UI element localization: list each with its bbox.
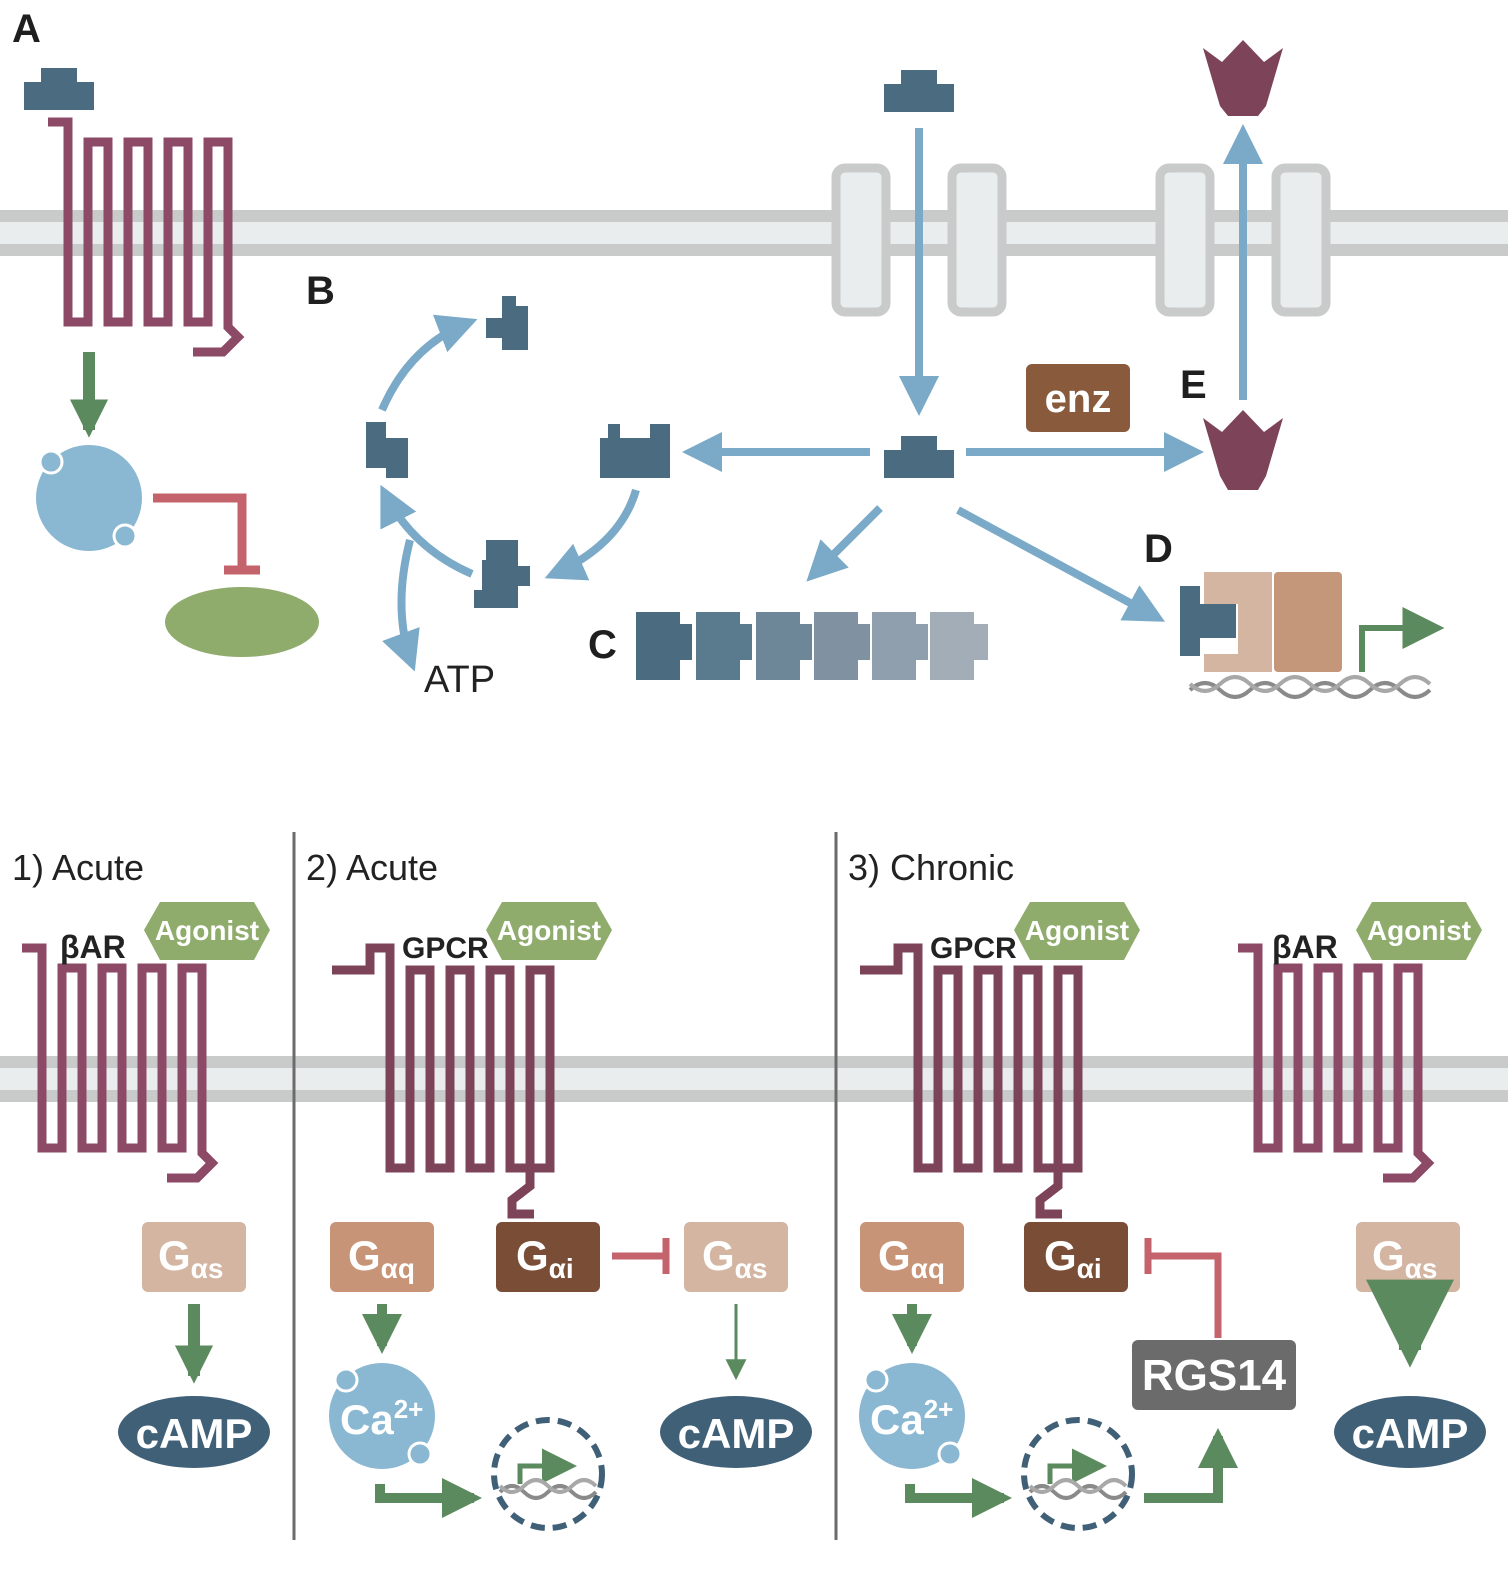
enzyme-label: enz <box>1045 377 1112 421</box>
nucleus-2 <box>491 1417 605 1531</box>
svg-text:Gαs: Gαs <box>158 1232 223 1284</box>
svg-text:Gαs: Gαs <box>702 1232 767 1284</box>
cycle-arrow-2 <box>544 488 640 581</box>
target-effector-ellipse <box>165 587 319 657</box>
cycle-arrow-1 <box>378 314 478 412</box>
receptor-tail-2 <box>507 1168 535 1219</box>
rgs14-box: RGS14 <box>1132 1340 1296 1410</box>
transcription-arrow-d <box>1359 607 1445 672</box>
ligand-b-bottom <box>474 540 530 608</box>
ligand-b-right <box>600 424 670 478</box>
arrow-to-c <box>806 505 883 582</box>
nucleus-3 <box>1021 1417 1135 1531</box>
section-header-2: 2) Acute <box>306 847 438 888</box>
svg-text:Gαq: Gαq <box>878 1232 945 1284</box>
section-1: βAR Agonist Gαs cAMP <box>22 902 270 1468</box>
ligand-extracellular <box>884 70 954 112</box>
section-header-3: 3) Chronic <box>848 847 1014 888</box>
camp-3: cAMP <box>1334 1396 1486 1468</box>
camp-1: cAMP <box>118 1396 270 1468</box>
svg-text:cAMP: cAMP <box>1352 1410 1469 1457</box>
signaling-sphere <box>36 445 142 551</box>
panel-label-c: C <box>588 623 617 667</box>
panel-label-b: B <box>306 269 335 313</box>
transcription-factor-d <box>1274 572 1342 672</box>
svg-text:Gαs: Gαs <box>1372 1232 1437 1284</box>
panel-label-a: A <box>12 7 41 51</box>
svg-text:Agonist: Agonist <box>497 915 601 946</box>
svg-text:Agonist: Agonist <box>155 915 259 946</box>
agonist-tag-1: Agonist <box>144 902 270 960</box>
panel-label-e: E <box>1180 363 1207 407</box>
svg-text:Agonist: Agonist <box>1025 915 1129 946</box>
g-alpha-s-box-3: Gαs <box>1356 1222 1460 1292</box>
ligand-b-left <box>366 422 408 478</box>
section-header-1: 1) Acute <box>12 847 144 888</box>
inhibit-rgs-gi-3 <box>1150 1252 1222 1338</box>
receptor-label-4: βAR <box>1272 929 1338 965</box>
bottom-panel: 1) Acute 2) Acute 3) Chronic βAR Agonist… <box>0 832 1508 1540</box>
ligand-a <box>24 68 94 110</box>
svg-text:Agonist: Agonist <box>1367 915 1471 946</box>
polymer-chain-c <box>636 612 988 680</box>
receptor-label-1: βAR <box>60 929 126 965</box>
cofactor-d <box>1204 572 1272 672</box>
section-2: GPCR Agonist Gαq Gαi <box>329 902 812 1531</box>
receptor-tail-3 <box>1035 1168 1063 1219</box>
atp-arrow <box>382 539 420 672</box>
receptor-label-3: GPCR <box>930 932 1017 965</box>
camp-2: cAMP <box>660 1396 812 1468</box>
calcium-2: Ca2+ <box>329 1363 435 1469</box>
svg-text:Ca2+: Ca2+ <box>870 1394 953 1443</box>
svg-text:Gαi: Gαi <box>1044 1232 1102 1284</box>
g-alpha-s-box-1: Gαs <box>142 1222 246 1292</box>
secreted-ligand-bottom <box>1203 410 1283 490</box>
g-alpha-q-box-3: Gαq <box>860 1222 964 1292</box>
inhibition-line-a <box>153 493 247 568</box>
g-alpha-s-box-2: Gαs <box>684 1222 788 1292</box>
dna-strand-1 <box>1188 681 1432 699</box>
top-panel: A B C D E <box>0 7 1508 701</box>
agonist-tag-4: Agonist <box>1356 902 1482 960</box>
section-3: GPCR Agonist Gαq Gαi RGS14 <box>859 902 1486 1531</box>
g-alpha-i-box-3: Gαi <box>1024 1222 1128 1292</box>
agonist-tag-2: Agonist <box>486 902 612 960</box>
svg-text:Ca2+: Ca2+ <box>340 1394 423 1443</box>
calcium-3: Ca2+ <box>859 1363 965 1469</box>
cycle-b: ATP <box>366 296 670 701</box>
atp-label: ATP <box>424 659 495 701</box>
panel-label-d: D <box>1144 527 1173 571</box>
arrow-ca-nucleus-2 <box>375 1478 482 1518</box>
svg-text:Gαq: Gαq <box>348 1232 415 1284</box>
svg-text:Gαi: Gαi <box>516 1232 574 1284</box>
dna-strand-2 <box>1188 675 1432 693</box>
secreted-ligand-top <box>1203 40 1283 116</box>
membrane-channels <box>831 163 1331 317</box>
svg-text:cAMP: cAMP <box>678 1410 795 1457</box>
enzyme-box: enz <box>1026 364 1130 432</box>
receptor-label-2: GPCR <box>402 932 489 965</box>
svg-text:cAMP: cAMP <box>136 1410 253 1457</box>
agonist-tag-3: Agonist <box>1014 902 1140 960</box>
arrow-nucleus-rgs-3 <box>1144 1428 1238 1503</box>
g-alpha-i-box-2: Gαi <box>496 1222 600 1292</box>
transcription-complex-d <box>1180 572 1445 699</box>
svg-text:RGS14: RGS14 <box>1142 1351 1287 1400</box>
arrow-ca-nucleus-3 <box>905 1478 1012 1518</box>
cycle-arrow-3 <box>380 484 474 578</box>
g-alpha-q-box-2: Gαq <box>330 1222 434 1292</box>
ligand-intracellular <box>884 436 954 478</box>
ligand-d <box>1180 586 1236 656</box>
ligand-b-top <box>486 296 528 350</box>
arrow-to-d <box>956 506 1166 622</box>
